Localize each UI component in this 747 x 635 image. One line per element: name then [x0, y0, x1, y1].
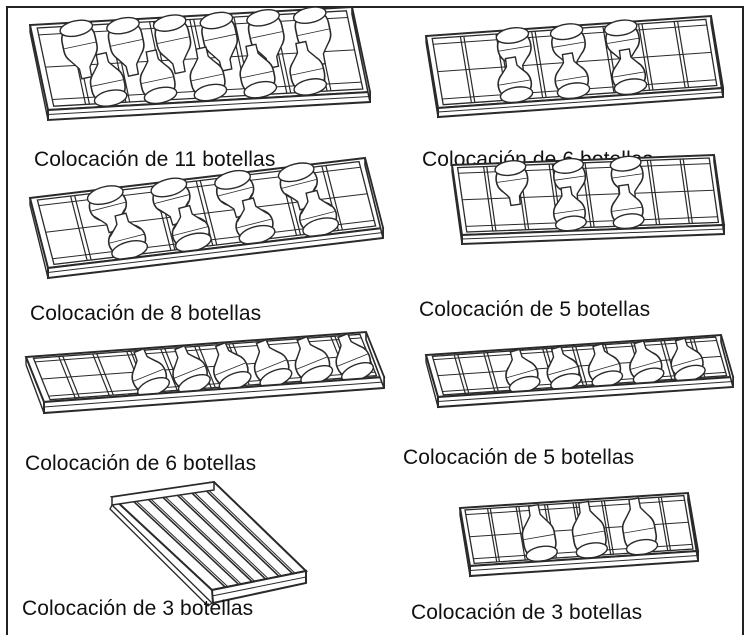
caption-11-bottles: Colocación de 11 botellas [34, 148, 276, 171]
caption-3-bottles-b: Colocación de 3 botellas [411, 601, 643, 624]
bottle-tray-5-row-icon [424, 333, 735, 409]
bottle-tray-3-icon [458, 491, 700, 578]
empty-sliding-shelf-icon [109, 480, 309, 607]
caption-5-bottles-b: Colocación de 5 botellas [403, 446, 635, 469]
bottle-tray-8-icon [28, 156, 385, 280]
caption-8-bottles: Colocación de 8 botellas [30, 302, 262, 325]
bottle-tray-11-icon [28, 5, 372, 122]
diagram-frame [6, 6, 744, 635]
caption-3-bottles-a: Colocación de 3 botellas [22, 597, 254, 620]
bottle-tray-6-row-icon [24, 330, 386, 415]
bottle-tray-5-icon [450, 153, 726, 246]
caption-6-bottles-b: Colocación de 6 botellas [25, 452, 257, 475]
caption-5-bottles-a: Colocación de 5 botellas [419, 298, 651, 321]
bottle-tray-6-icon [424, 14, 725, 119]
